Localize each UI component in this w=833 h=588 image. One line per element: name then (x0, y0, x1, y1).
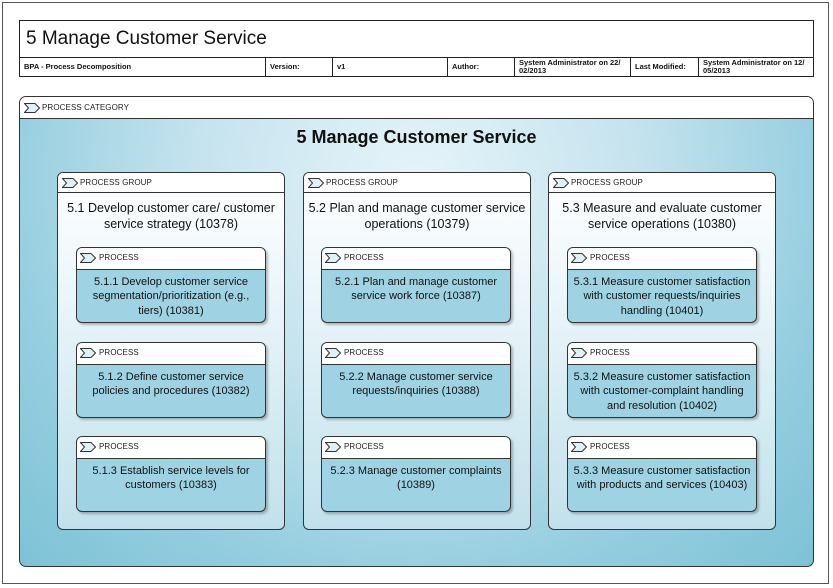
author-value: System Administrator on 22/ 02/2013 (519, 58, 621, 75)
process-header: PROCESS (322, 437, 510, 459)
process-5-2-3[interactable]: PROCESS 5.2.3 Manage customer complaints… (321, 436, 511, 512)
chevron-shape-icon (80, 442, 96, 452)
process-tag: PROCESS (99, 348, 139, 357)
process-5-3-1[interactable]: PROCESS 5.3.1 Measure customer satisfact… (567, 247, 757, 323)
modified-value: System Administrator on 12/ 05/2013 (703, 58, 805, 75)
process-title: 5.2.3 Manage customer complaints (10389) (330, 465, 502, 492)
process-tag: PROCESS (344, 442, 384, 451)
chevron-shape-icon (80, 348, 96, 358)
process-title: 5.3.1 Measure customer satisfaction with… (573, 276, 751, 317)
doc-type-cell: BPA - Process Decomposition (20, 58, 266, 76)
version-label-cell: Version: (266, 58, 333, 76)
chevron-shape-icon (571, 442, 587, 452)
process-group-title: 5.2 Plan and manage customer service ope… (308, 201, 526, 231)
process-title: 5.1.2 Define customer service policies a… (92, 371, 250, 398)
process-header: PROCESS (322, 248, 510, 270)
process-title: 5.3.2 Measure customer satisfaction with… (573, 371, 751, 412)
process-category-tag: PROCESS CATEGORY (42, 103, 130, 112)
process-5-3-2[interactable]: PROCESS 5.3.2 Measure customer satisfact… (567, 342, 757, 418)
process-title: 5.2.1 Plan and manage customer service w… (334, 276, 498, 303)
process-header: PROCESS (77, 437, 265, 459)
process-5-1-2[interactable]: PROCESS 5.1.2 Define customer service po… (76, 342, 266, 418)
process-tag: PROCESS (344, 348, 384, 357)
process-group-title: 5.1 Develop customer care/ customer serv… (67, 201, 275, 231)
version-label: Version: (270, 62, 300, 71)
chevron-shape-icon (308, 178, 324, 188)
process-header: PROCESS (322, 343, 510, 365)
process-tag: PROCESS (344, 253, 384, 262)
process-5-3-3[interactable]: PROCESS 5.3.3 Measure customer satisfact… (567, 436, 757, 512)
process-tag: PROCESS (590, 253, 630, 262)
process-header: PROCESS (77, 343, 265, 365)
process-tag: PROCESS (590, 442, 630, 451)
process-category-title: 5 Manage Customer Service (296, 127, 537, 147)
version-value-cell: v1 (333, 58, 448, 76)
process-5-1-3[interactable]: PROCESS 5.1.3 Establish service levels f… (76, 436, 266, 512)
process-5-1-1[interactable]: PROCESS 5.1.1 Develop customer service s… (76, 247, 266, 323)
doc-type: BPA - Process Decomposition (24, 62, 132, 71)
process-header: PROCESS (77, 248, 265, 270)
process-group-tag: PROCESS GROUP (80, 178, 152, 187)
diagram-title-box: 5 Manage Customer Service (19, 20, 814, 58)
chevron-shape-icon (325, 442, 341, 452)
process-5-2-2[interactable]: PROCESS 5.2.2 Manage customer service re… (321, 342, 511, 418)
process-group-header: PROCESS GROUP (58, 173, 284, 193)
chevron-shape-icon (62, 178, 78, 188)
process-group-header: PROCESS GROUP (304, 173, 530, 193)
process-header: PROCESS (568, 437, 756, 459)
process-title: 5.3.3 Measure customer satisfaction with… (573, 465, 751, 492)
process-tag: PROCESS (99, 253, 139, 262)
diagram-title: 5 Manage Customer Service (26, 28, 267, 49)
chevron-shape-icon (24, 103, 40, 113)
process-title: 5.2.2 Manage customer service requests/i… (339, 371, 493, 398)
chevron-shape-icon (325, 253, 341, 263)
chevron-shape-icon (553, 178, 569, 188)
process-5-2-1[interactable]: PROCESS 5.2.1 Plan and manage customer s… (321, 247, 511, 323)
version-value: v1 (337, 62, 346, 71)
chevron-shape-icon (571, 253, 587, 263)
metadata-row: BPA - Process Decomposition Version: v1 … (19, 58, 814, 77)
process-tag: PROCESS (590, 348, 630, 357)
process-group-title: 5.3 Measure and evaluate customer servic… (562, 201, 762, 231)
process-category-header: PROCESS CATEGORY (20, 97, 813, 119)
process-group-tag: PROCESS GROUP (571, 178, 643, 187)
chevron-shape-icon (571, 348, 587, 358)
process-title: 5.1.3 Establish service levels for custo… (92, 465, 250, 492)
process-header: PROCESS (568, 248, 756, 270)
chevron-shape-icon (325, 348, 341, 358)
process-tag: PROCESS (99, 442, 139, 451)
author-label-cell: Author: (448, 58, 515, 76)
modified-value-cell: System Administrator on 12/ 05/2013 (699, 58, 814, 76)
author-label: Author: (452, 62, 480, 71)
process-group-tag: PROCESS GROUP (326, 178, 398, 187)
process-title: 5.1.1 Develop customer service segmentat… (92, 276, 250, 317)
process-header: PROCESS (568, 343, 756, 365)
process-group-header: PROCESS GROUP (549, 173, 775, 193)
modified-label: Last Modified: (635, 62, 686, 71)
author-value-cell: System Administrator on 22/ 02/2013 (515, 58, 631, 76)
chevron-shape-icon (80, 253, 96, 263)
modified-label-cell: Last Modified: (631, 58, 699, 76)
